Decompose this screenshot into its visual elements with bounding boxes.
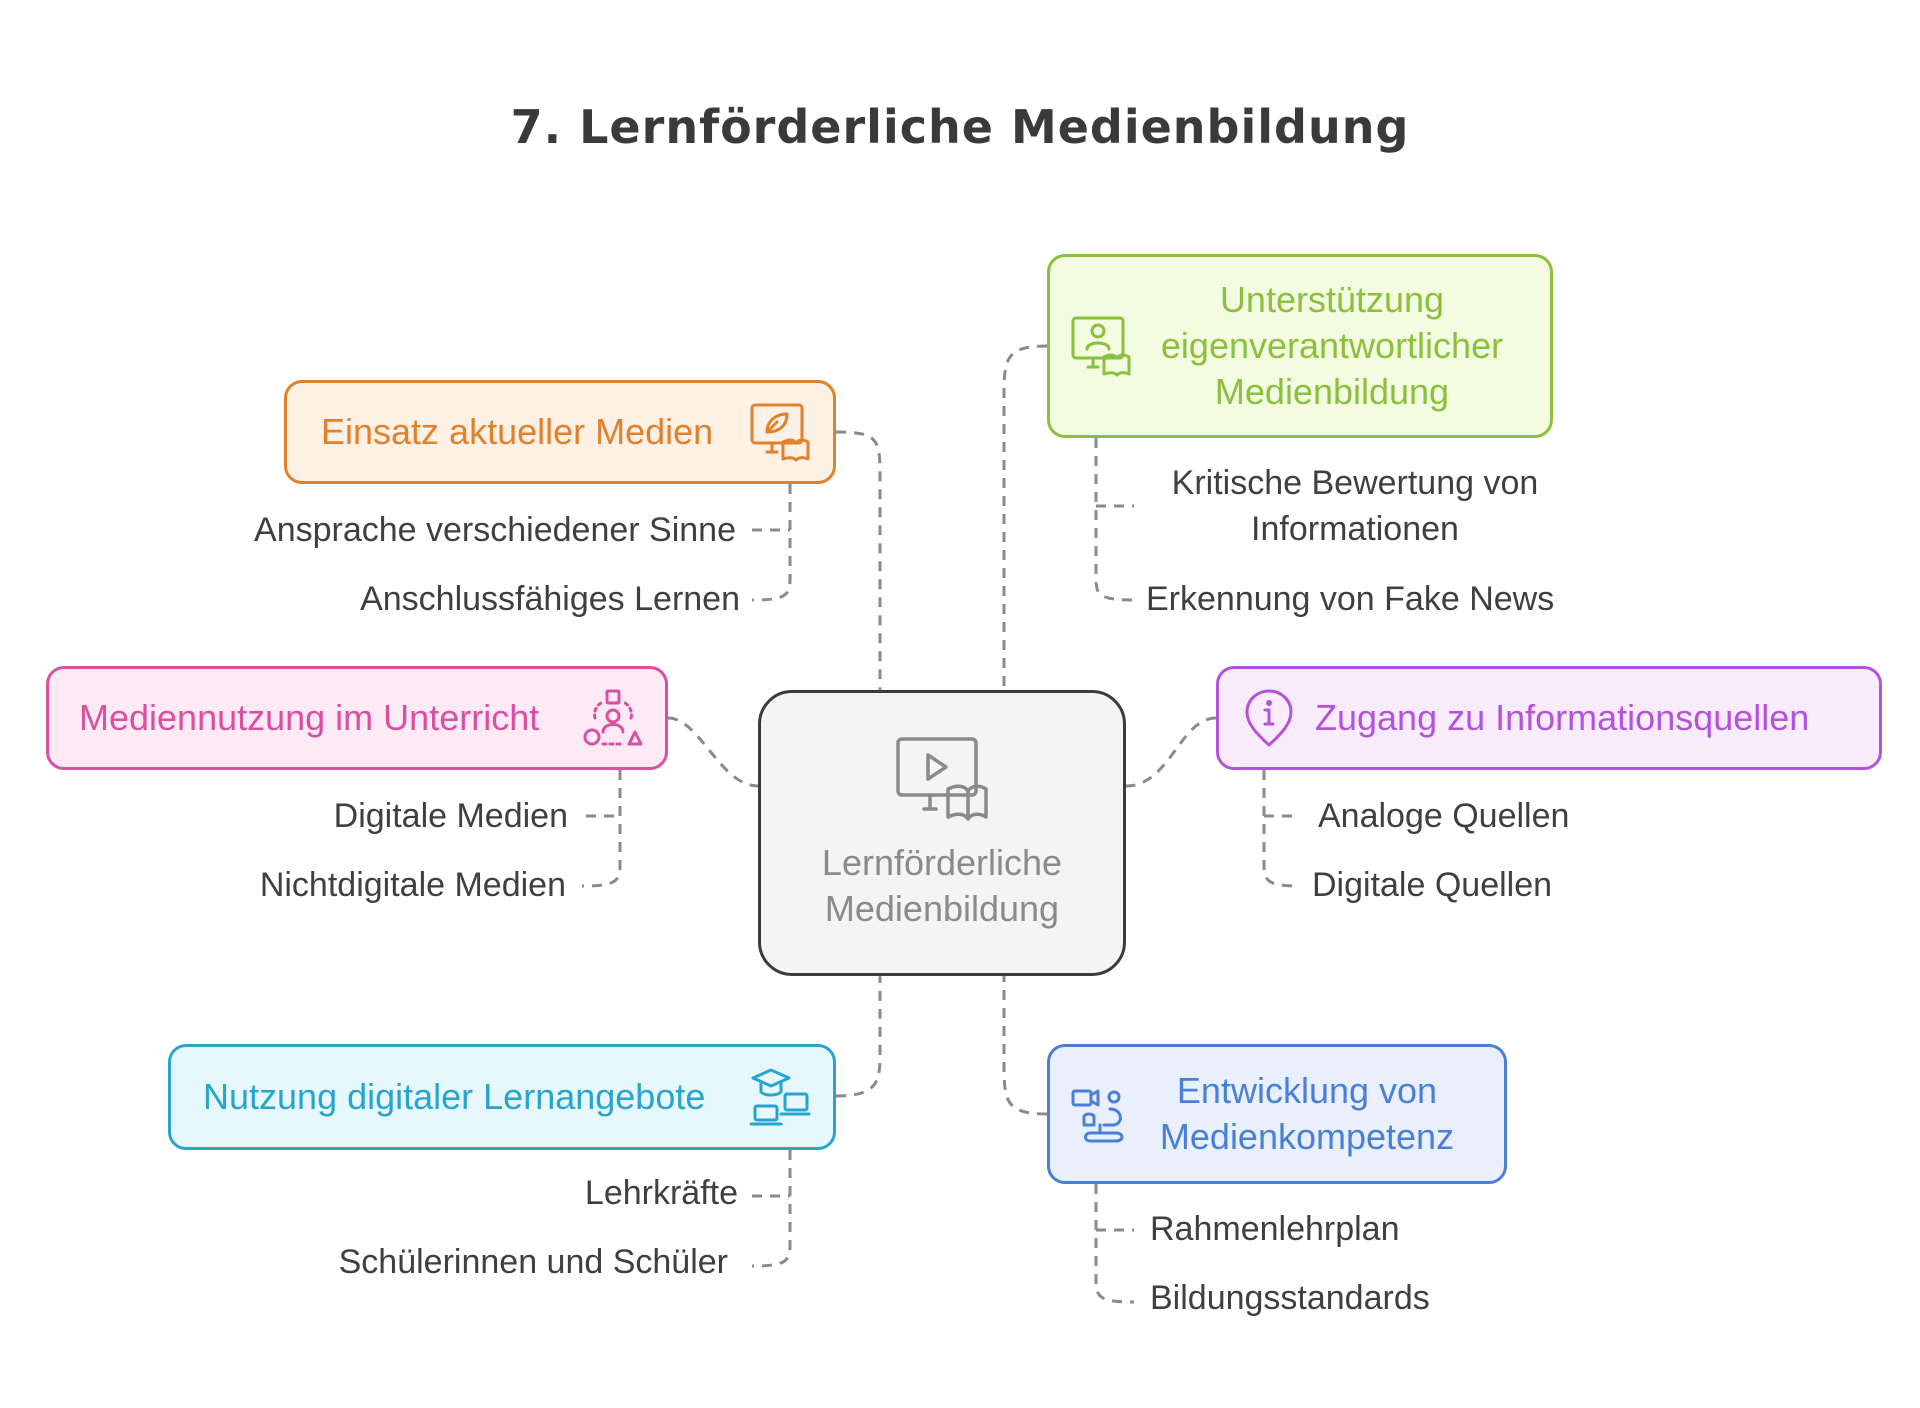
mediennutzung-item-2: Nichtdigitale Medien [259, 866, 566, 904]
zugang-item-2: Digitale Quellen [1312, 866, 1553, 904]
connector-unterstuetzung [1002, 344, 1048, 690]
connector-einsatz [835, 430, 882, 690]
branch-unterstuetzung: Unterstützung eigenverantwortlicher Medi… [1047, 254, 1553, 438]
unterstuetzung-label-line1: Unterstützung [1219, 279, 1445, 320]
entwicklung-label-line1: Entwicklung von [1176, 1070, 1438, 1111]
branch-zugang: Zugang zu Informationsquellen [1216, 666, 1882, 770]
graduation-laptops-icon [749, 1066, 811, 1128]
center-label: Lernförderliche Medienbildung [822, 840, 1062, 932]
branch-nutzung-label: Nutzung digitaler Lernangebote [203, 1076, 706, 1117]
branch-nutzung: Nutzung digitaler Lernangebote [168, 1044, 836, 1150]
unterstuetzung-item-1: Kritische Bewertung von Informationen [1130, 460, 1580, 552]
entwicklung-item-1: Rahmenlehrplan [1150, 1210, 1400, 1248]
branch-zugang-label: Zugang zu Informationsquellen [1315, 697, 1810, 738]
connector-mediennutzung [667, 716, 759, 788]
connector-mediennutzung-items [581, 770, 622, 888]
zugang-item-1: Analoge Quellen [1318, 797, 1570, 835]
branch-unterstuetzung-label: Unterstützung eigenverantwortlicher Medi… [1132, 277, 1532, 415]
connector-nutzung-items [751, 1150, 792, 1268]
unterstuetzung-label-line2: eigenverantwortlicher [1160, 325, 1504, 366]
center-label-line1: Lernförderliche [821, 841, 1063, 883]
page-title: 7. Lernförderliche Medienbildung [510, 100, 1410, 154]
center-node: Lernförderliche Medienbildung [758, 690, 1126, 976]
nutzung-item-2: Schülerinnen und Schüler [338, 1243, 728, 1281]
connector-entwicklung-items [1094, 1184, 1135, 1304]
connector-einsatz-items [751, 484, 792, 602]
branch-mediennutzung-label: Mediennutzung im Unterricht [79, 697, 540, 738]
connector-entwicklung [1002, 976, 1048, 1116]
connector-nutzung [835, 976, 882, 1098]
people-shapes-icon [583, 688, 643, 748]
branch-entwicklung: Entwicklung von Medienkompetenz [1047, 1044, 1507, 1184]
camera-network-icon [1070, 1083, 1130, 1145]
monitor-play-book-icon [894, 735, 990, 830]
info-pin-icon [1243, 688, 1295, 748]
unterstuetzung-item-1-line1: Kritische Bewertung von [1171, 464, 1539, 502]
center-label-line2: Medienbildung [824, 887, 1060, 929]
einsatz-item-2: Anschlussfähiges Lernen [360, 580, 740, 618]
unterstuetzung-item-2: Erkennung von Fake News [1146, 580, 1555, 618]
branch-einsatz: Einsatz aktueller Medien [284, 380, 836, 484]
unterstuetzung-label-line3: Medienbildung [1214, 371, 1450, 412]
mediennutzung-item-1: Digitale Medien [333, 797, 568, 835]
monitor-leaf-book-icon [749, 402, 811, 462]
unterstuetzung-item-1-line2: Informationen [1251, 510, 1459, 548]
einsatz-item-1: Ansprache verschiedener Sinne [254, 511, 736, 549]
connector-unterstuetzung-items [1094, 438, 1135, 602]
branch-mediennutzung: Mediennutzung im Unterricht [46, 666, 668, 770]
entwicklung-label-line2: Medienkompetenz [1159, 1116, 1455, 1157]
nutzung-item-1: Lehrkräfte [584, 1174, 738, 1212]
branch-entwicklung-label: Entwicklung von Medienkompetenz [1130, 1068, 1484, 1160]
monitor-person-book-icon [1070, 315, 1132, 377]
branch-einsatz-label: Einsatz aktueller Medien [321, 411, 714, 452]
connector-zugang [1125, 716, 1217, 788]
connector-zugang-items [1262, 770, 1301, 888]
entwicklung-item-2: Bildungsstandards [1150, 1279, 1430, 1317]
